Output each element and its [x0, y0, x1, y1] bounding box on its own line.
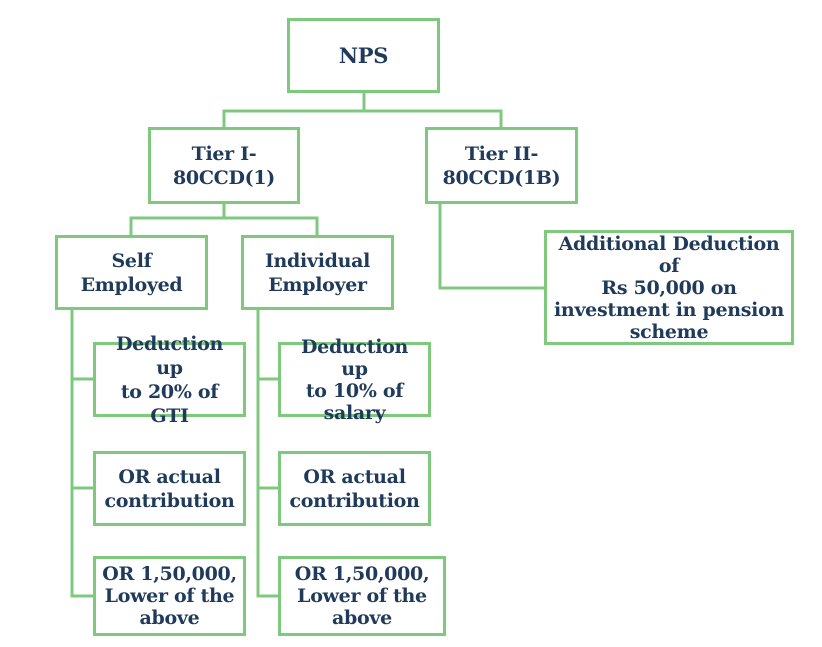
connector-tier1-branches — [129, 202, 319, 237]
node-nps: NPS — [287, 18, 440, 93]
connector-nps-tiers — [222, 91, 503, 129]
node-self-actual-label: OR actual contribution — [104, 465, 235, 512]
node-self-employed-label: Self Employed — [80, 249, 183, 296]
connector-self-spine — [70, 308, 95, 598]
node-individual-employer: Individual Employer — [241, 235, 394, 310]
node-individual-employer-label: Individual Employer — [264, 249, 371, 296]
node-self-deduction-label: Deduction up to 20% of GTI — [115, 332, 223, 427]
node-self-deduction: Deduction up to 20% of GTI — [93, 333, 246, 427]
node-tier2: Tier II- 80CCD(1B) — [425, 127, 578, 204]
node-self-lower: OR 1,50,000, Lower of the above — [93, 556, 246, 636]
connector-indiv-spine — [256, 308, 280, 598]
node-self-actual: OR actual contribution — [93, 451, 246, 526]
node-additional-deduction-label: Additional Deduction of Rs 50,000 on inv… — [554, 232, 784, 343]
node-nps-label: NPS — [338, 42, 389, 68]
node-indiv-actual: OR actual contribution — [278, 451, 431, 526]
node-tier2-label: Tier II- 80CCD(1B) — [442, 142, 561, 189]
connector-tier2-additional — [438, 202, 546, 290]
node-indiv-deduction-label: Deduction up to 10% of salary — [300, 335, 408, 424]
node-additional-deduction: Additional Deduction of Rs 50,000 on inv… — [544, 230, 794, 345]
node-indiv-lower-label: OR 1,50,000, Lower of the above — [294, 563, 430, 629]
node-tier1-label: Tier I- 80CCD(1) — [173, 142, 275, 189]
node-indiv-actual-label: OR actual contribution — [289, 465, 420, 512]
node-indiv-lower: OR 1,50,000, Lower of the above — [278, 556, 446, 636]
node-self-employed: Self Employed — [55, 235, 208, 310]
node-self-lower-label: OR 1,50,000, Lower of the above — [102, 563, 237, 629]
node-indiv-deduction: Deduction up to 10% of salary — [278, 336, 431, 424]
node-tier1: Tier I- 80CCD(1) — [148, 127, 300, 204]
